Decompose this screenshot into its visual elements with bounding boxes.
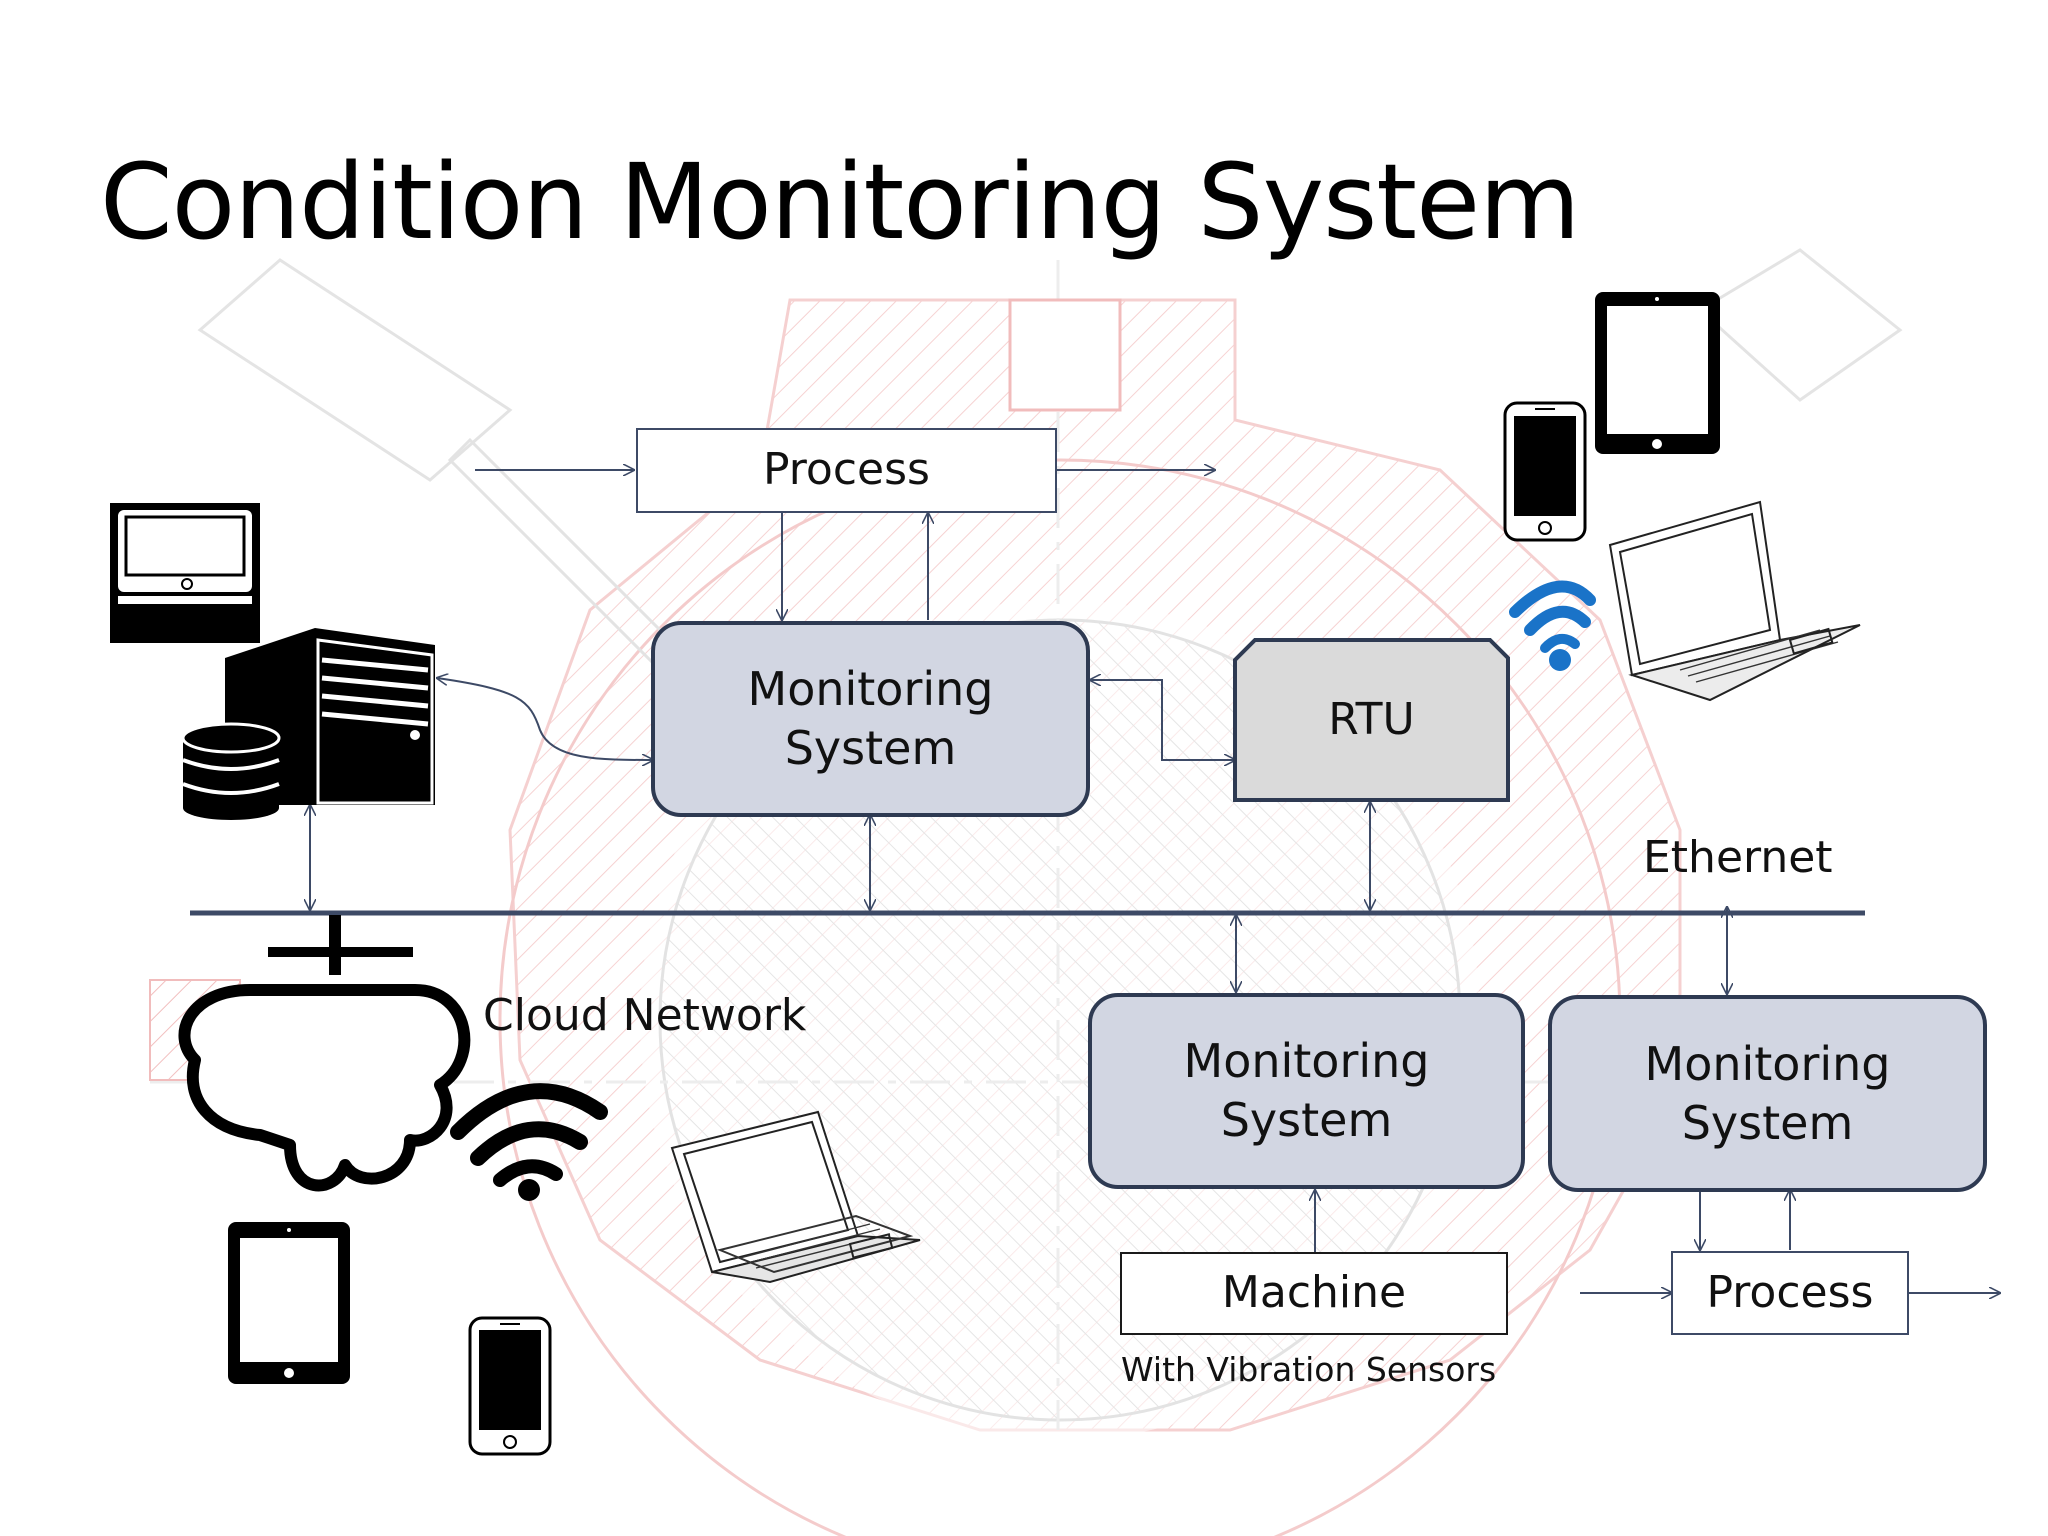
cloud-icon — [178, 915, 471, 1192]
monitoring-system-mid-label-line2: System — [1220, 1093, 1393, 1147]
machine-box[interactable] — [1120, 1252, 1508, 1335]
smartphone-icon — [468, 1316, 552, 1456]
smartphone-icon — [1503, 401, 1587, 542]
machine-label: Machine — [1221, 1267, 1407, 1319]
monitoring-system-right-box[interactable] — [1548, 995, 1987, 1192]
monitoring-system-main-label-line1: Monitoring — [747, 662, 994, 717]
database-icon — [181, 722, 281, 820]
monitoring-system-mid-box[interactable] — [1088, 993, 1525, 1189]
cloud-network-label: Cloud Network — [483, 990, 807, 1041]
process-top-label: Process — [763, 444, 930, 496]
page-title: Condition Monitoring System — [100, 141, 1580, 263]
monitoring-system-right-label: Monitoring System — [1550, 997, 1985, 1190]
tablet-icon — [228, 1222, 350, 1384]
monitoring-system-main-label-line2: System — [784, 721, 957, 775]
process-bottom-label: Process — [1706, 1266, 1874, 1318]
laptop-icon — [1608, 500, 1861, 702]
monitoring-system-main-box[interactable] — [651, 621, 1090, 817]
monitoring-system-right-label-line2: System — [1681, 1095, 1854, 1150]
laptop-icon — [670, 1110, 921, 1284]
laptop-icon — [110, 503, 260, 643]
monitoring-system-mid-label-line1: Monitoring — [1183, 1034, 1430, 1089]
monitoring-system-mid-label: Monitoring System — [1090, 995, 1523, 1187]
wifi-icon — [1509, 580, 1596, 671]
process-bottom-box[interactable] — [1671, 1251, 1909, 1335]
ethernet-label: Ethernet — [1643, 832, 1833, 883]
rtu-label: RTU — [1328, 693, 1415, 745]
machine-caption: With Vibration Sensors — [1121, 1350, 1497, 1389]
monitoring-system-main-label: Monitoring System — [653, 623, 1088, 815]
monitoring-system-right-label-line1: Monitoring — [1644, 1036, 1891, 1091]
process-top-box[interactable] — [636, 428, 1057, 513]
tablet-icon — [1595, 292, 1720, 454]
wifi-icon — [450, 1083, 608, 1201]
rtu-box[interactable] — [1233, 638, 1510, 802]
connectors — [310, 470, 2000, 1293]
